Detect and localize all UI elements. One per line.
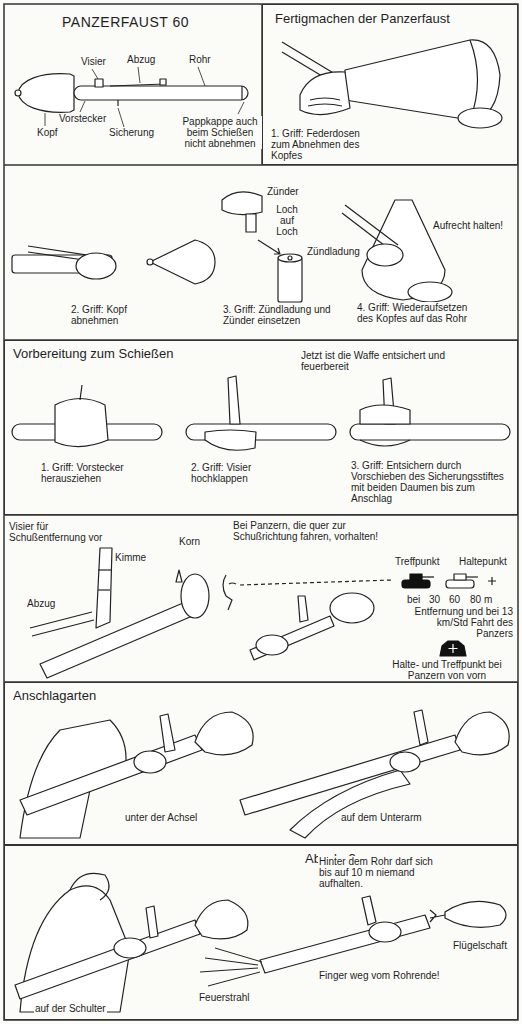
part-label: Hinter dem Rohr darf sich bis auf 10 m n… <box>318 856 442 889</box>
part-label: 4. Griff: Wiederaufsetzen des Kopfes auf… <box>356 302 478 324</box>
part-label: Flügelschaft <box>452 940 508 951</box>
part-label: auf der Schulter <box>34 1003 107 1014</box>
part-label: Visier für Schußentfernung vor <box>8 521 115 543</box>
part-label: bei <box>406 594 421 605</box>
part-label: 1. Griff: Federdosen zum Abnehmen des Ko… <box>270 128 382 161</box>
part-label: Vorstecker <box>58 113 107 124</box>
part-label: Pappkappe auch beim Schießen nicht abneh… <box>178 116 262 149</box>
panel-box: Anschlagarten <box>4 682 518 845</box>
part-label: Jetzt ist die Waffe entsichert und feuer… <box>300 350 452 372</box>
part-label: auf dem Unterarm <box>340 812 423 823</box>
part-label: 3. Griff: Entsichern durch Vorschieben d… <box>350 460 512 504</box>
part-label: unter der Achsel <box>124 812 198 823</box>
panel-heading: Anschlagarten <box>13 688 96 703</box>
part-label: Kopf <box>36 127 59 138</box>
panel-heading: Fertigmachen der Panzerfaust <box>275 11 450 26</box>
part-label: Kimme <box>114 552 147 563</box>
part-label: Visier <box>80 56 107 67</box>
part-label: Sicherung <box>108 127 155 138</box>
part-label: Entfernung und bei 13 km/Std Fahrt des P… <box>400 606 514 639</box>
part-label: Halte- und Treffpunkt bei Panzern von vo… <box>380 659 514 681</box>
part-label: 60 <box>448 594 461 605</box>
part-label: Aufrecht halten! <box>432 220 504 231</box>
part-label: Bei Panzern, die quer zur Schußrichtung … <box>232 520 384 542</box>
part-label: 3. Griff: Zündladung und Zünder einsetze… <box>222 304 344 326</box>
part-label: Finger weg vom Rohrende! <box>318 970 441 981</box>
part-label: Loch auf Loch <box>268 204 306 237</box>
part-label: Korn <box>178 536 201 547</box>
part-label: Zündladung <box>306 246 361 257</box>
part-label: Zünder <box>266 186 300 197</box>
part-label: 30 <box>428 594 441 605</box>
part-label: Haltepunkt <box>458 556 508 567</box>
part-label: 2. Griff: Kopf abnehmen <box>70 304 152 326</box>
part-label: Rohr <box>188 54 212 65</box>
diagram-title: PANZERFAUST 60 <box>62 14 189 30</box>
part-label: Treffpunkt <box>394 556 440 567</box>
part-label: Abzug <box>126 54 156 65</box>
part-label: 1. Griff: Vorstecker herausziehen <box>40 462 142 484</box>
part-label: 2. Griff: Visier hochklappen <box>190 462 292 484</box>
panel-heading: Vorbereitung zum Schießen <box>13 346 173 361</box>
part-label: 80 m <box>469 594 493 605</box>
part-label: Abzug <box>26 598 56 609</box>
part-label: Feuerstrahl <box>198 992 251 1003</box>
